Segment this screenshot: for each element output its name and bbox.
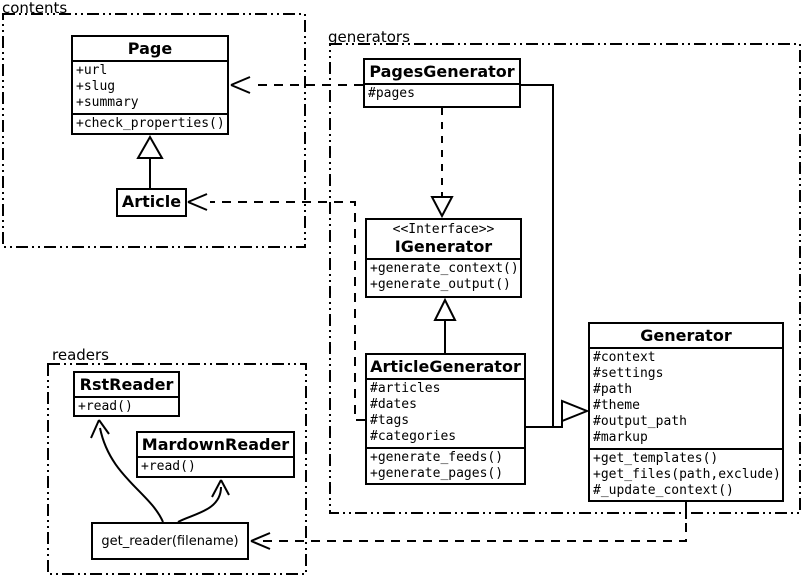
arrowhead-mardownreader: [211, 479, 230, 498]
section-divider: [367, 258, 520, 260]
member-row: +url: [76, 63, 108, 78]
section-divider: [590, 347, 782, 349]
class-title: ArticleGenerator: [367, 355, 524, 378]
member-row: +get_files(path,exclude): [593, 466, 781, 482]
class-box-rstreader: RstReader +read(): [73, 371, 180, 417]
section-divider: [367, 378, 524, 380]
section-divider: [73, 60, 227, 62]
curve-getreader-to-mardownreader: [177, 486, 222, 523]
arrowhead-rstreader: [90, 419, 110, 439]
realization-triangle-igenerator-top: [430, 196, 454, 219]
class-box-page: Page +url+slug+summary +check_properties…: [71, 35, 229, 135]
class-box-article: Article: [116, 188, 187, 217]
class-title: <<Interface>> IGenerator: [367, 220, 520, 258]
member-row: +slug: [76, 79, 116, 94]
dependency-line-generator-to-getreader: [262, 523, 687, 542]
section-divider: [367, 446, 524, 449]
inheritance-line-articlegenerator-to-generator: [526, 411, 563, 428]
class-title: Generator: [590, 324, 782, 347]
class-box-articlegenerator: ArticleGenerator #articles#dates#tags#ca…: [365, 353, 526, 485]
member-row: +read(): [141, 459, 196, 474]
class-name-text: RstReader: [79, 375, 174, 394]
class-title: Page: [73, 37, 227, 60]
class-box-pagesgenerator: PagesGenerator #pages: [363, 58, 521, 108]
class-name-text: Generator: [640, 326, 732, 345]
function-box-get-reader: get_reader(filename): [91, 522, 249, 560]
inheritance-triangle-article-to-page: [136, 134, 164, 159]
section-divider: [590, 447, 782, 450]
interface-box-igenerator: <<Interface>> IGenerator +generate_conte…: [365, 218, 522, 298]
class-name-text: Page: [127, 39, 173, 58]
member-row: +generate_pages(): [370, 465, 504, 481]
member-row: +summary: [76, 95, 139, 110]
readers-package-label: readers: [52, 346, 109, 364]
member-row: #dates: [370, 397, 417, 412]
section-divider: [138, 456, 293, 458]
class-title: Article: [118, 190, 185, 213]
dependency-arrowhead-getreader: [250, 532, 271, 550]
function-label-text: get_reader(filename): [101, 533, 239, 549]
member-row: +generate_output(): [370, 277, 511, 292]
attributes-section: #context#settings#path#theme#output_path…: [590, 349, 782, 448]
section-divider: [365, 83, 519, 85]
member-row: +read(): [78, 399, 133, 414]
inheritance-line-pagesgenerator-to-generator: [521, 84, 554, 427]
section-divider: [73, 112, 227, 115]
member-row: #categories: [370, 429, 457, 444]
methods-section: +read(): [138, 458, 293, 476]
contents-package-label: contents: [2, 0, 68, 17]
methods-section: +generate_feeds()+generate_pages(): [367, 449, 524, 484]
methods-section: +check_properties(): [73, 115, 227, 134]
class-name-text: PagesGenerator: [369, 62, 515, 81]
attributes-section: +url+slug+summary: [73, 62, 227, 113]
member-row: #path: [593, 382, 633, 397]
dependency-arrowhead-article: [187, 193, 208, 211]
member-row: +generate_feeds(): [370, 449, 504, 465]
class-name-text: IGenerator: [394, 237, 493, 256]
class-box-mardownreader: MardownReader +read(): [136, 431, 295, 478]
inheritance-triangle-generator-left: [561, 399, 590, 423]
member-row: #context: [593, 350, 656, 365]
class-name-text: ArticleGenerator: [370, 357, 521, 376]
inheritance-triangle-igenerator-bottom: [433, 297, 457, 321]
dependency-arrowhead-page: [230, 76, 251, 94]
member-row: #tags: [370, 413, 410, 428]
member-row: #output_path: [593, 414, 687, 429]
readers-package-border: [47, 363, 307, 575]
member-row: #_update_context(): [593, 482, 734, 498]
generators-package-label: generators: [328, 28, 410, 46]
member-row: #settings: [593, 366, 664, 381]
member-row: +check_properties(): [76, 115, 225, 131]
member-row: #markup: [593, 430, 648, 445]
methods-section: +read(): [75, 398, 178, 415]
member-row: +get_templates(): [593, 450, 719, 466]
class-title: RstReader: [75, 373, 178, 396]
methods-section: +get_templates()+get_files(path,exclude)…: [590, 450, 782, 501]
attributes-section: #pages: [365, 85, 519, 106]
member-row: #pages: [368, 86, 415, 101]
section-divider: [75, 396, 178, 398]
contents-package-border: [2, 13, 306, 248]
member-row: #theme: [593, 398, 640, 413]
class-box-generator: Generator #context#settings#path#theme#o…: [588, 322, 784, 502]
generators-package-border: [329, 43, 801, 514]
class-name-text: MardownReader: [141, 435, 290, 454]
class-title: MardownReader: [138, 433, 293, 456]
class-name-text: Article: [121, 192, 182, 211]
member-row: +generate_context(): [370, 261, 519, 276]
methods-section: +generate_context()+generate_output(): [367, 260, 520, 296]
attributes-section: #articles#dates#tags#categories: [367, 380, 524, 447]
stereotype-text: <<Interface>>: [392, 222, 495, 237]
curve-getreader-to-rstreader: [99, 427, 164, 523]
dependency-line-articlegenerator-to-article: [210, 201, 365, 421]
member-row: #articles: [370, 381, 441, 396]
class-title: PagesGenerator: [365, 60, 519, 83]
